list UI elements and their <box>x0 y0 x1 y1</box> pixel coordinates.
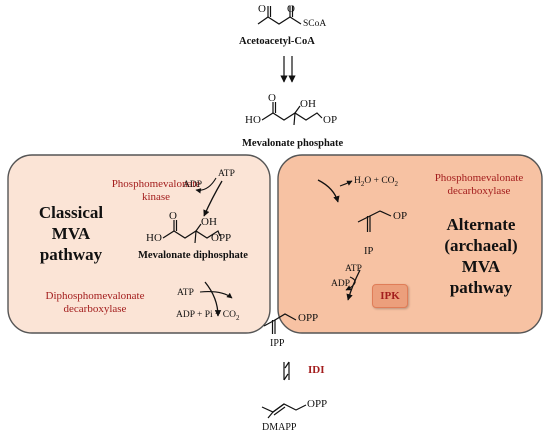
alternate-mva-title: Alternate (archaeal) MVA pathway <box>428 214 534 298</box>
enzyme-name-line: Phosphomevalonate <box>434 172 524 184</box>
products-text: ADP + Pi + CO <box>176 310 236 320</box>
classical-panel-box <box>7 154 271 334</box>
enzyme-name-line: decarboxylase <box>63 303 127 315</box>
dmapp-structure <box>261 403 307 419</box>
mevalonate-diphosphate-structure <box>162 220 221 244</box>
mevalonate-phosphate-label: Mevalonate phosphate <box>242 138 344 149</box>
dmapp-opp: OPP <box>307 398 328 410</box>
enzyme-name-line: Diphosphomevalonate <box>45 290 145 302</box>
ip-structure <box>357 210 392 232</box>
mevalonate-phosphate-op: OP <box>323 114 338 126</box>
enzyme-name-line: decarboxylase <box>447 185 511 197</box>
title-line: pathway <box>39 245 103 264</box>
ip-label: IP <box>364 246 374 257</box>
acetoacetyl-carbonyl-o-right: O <box>287 3 295 15</box>
classical-atp-2: ATP <box>177 288 194 298</box>
mevalonate-phosphate-carbonyl-o: O <box>268 92 276 104</box>
alternate-h2o-co2: H2O + CO2 <box>354 176 398 188</box>
ipp-label: IPP <box>270 338 285 349</box>
classical-reaction-arrow-2 <box>204 281 222 317</box>
mevalonate-phosphate-ho: HO <box>245 114 261 126</box>
mevalonate-diphosphate-oh: OH <box>201 216 217 228</box>
acetoacetyl-scoa-group: SCoA <box>303 19 327 29</box>
products-text: H <box>354 176 361 186</box>
products-subscript: 2 <box>360 179 365 188</box>
title-line: Alternate <box>446 215 516 234</box>
enzyme-name-line: kinase <box>141 191 171 203</box>
classical-mva-title: Classical MVA pathway <box>16 202 126 265</box>
mevalonate-phosphate-structure <box>261 102 323 126</box>
alternate-atp: ATP <box>345 264 362 274</box>
classical-adp-1: ADP <box>183 180 203 190</box>
alternate-cofactor-arc-1 <box>339 180 353 187</box>
phosphomevalonate-decarboxylase-label: Phosphomevalonate decarboxylase <box>420 172 538 198</box>
ipp-opp: OPP <box>298 312 319 324</box>
title-line: MVA <box>51 224 91 243</box>
products-subscript: 2 <box>236 313 240 322</box>
title-line: pathway <box>449 278 513 297</box>
mevalonate-diphosphate-label: Mevalonate diphosphate <box>138 250 248 261</box>
alternate-panel-box <box>277 154 543 334</box>
classical-decarboxylase-products: ADP + Pi + CO2 <box>176 310 240 322</box>
alternate-reaction-arrow-1 <box>317 179 340 203</box>
mevalonate-diphosphate-ho: HO <box>146 232 162 244</box>
title-line: MVA <box>461 257 501 276</box>
classical-atp-1: ATP <box>218 169 235 179</box>
idi-equilibrium-arrows <box>283 361 290 381</box>
ipp-structure <box>263 313 297 334</box>
classical-reaction-arrow-1 <box>203 180 223 217</box>
mevalonate-diphosphate-opp: OPP <box>211 232 232 244</box>
title-line: Classical <box>38 203 104 222</box>
products-text: O + CO <box>364 176 395 186</box>
classical-cofactor-arc-2 <box>199 291 233 299</box>
acetoacetyl-carbonyl-o-left: O <box>258 3 266 15</box>
ipk-enzyme-badge: IPK <box>372 284 408 308</box>
acetoacetyl-coa-structure <box>257 6 302 25</box>
diphosphomevalonate-decarboxylase-label: Diphosphomevalonate decarboxylase <box>24 290 166 316</box>
acetoacetyl-coa-label: Acetoacetyl-CoA <box>239 36 315 47</box>
products-subscript: 2 <box>394 179 399 188</box>
idi-label: IDI <box>308 364 325 376</box>
mevalonate-diphosphate-carbonyl-o: O <box>169 210 177 222</box>
dmapp-label: DMAPP <box>262 422 297 433</box>
enzyme-name-line: Phosphomevalonate <box>111 178 201 190</box>
title-line: (archaeal) <box>444 236 518 255</box>
mevalonate-phosphate-oh: OH <box>300 98 316 110</box>
phosphomevalonate-kinase-label: Phosphomevalonate kinase <box>96 178 216 204</box>
alternate-adp: ADP <box>331 279 351 289</box>
alternate-cofactor-arc-2 <box>345 276 356 291</box>
classical-cofactor-arc-1 <box>195 177 217 194</box>
ip-op: OP <box>393 210 408 222</box>
